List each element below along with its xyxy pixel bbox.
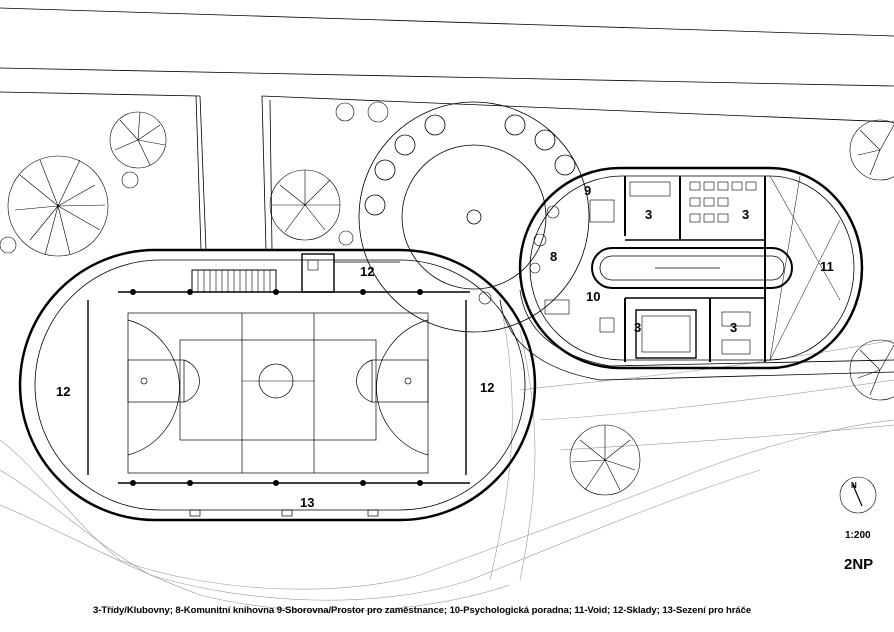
room-label-13: 13: [300, 495, 315, 510]
seating-clusters: [364, 114, 576, 216]
north-arrow: [839, 476, 877, 514]
room-label-12-top: 12: [360, 264, 375, 279]
trees: [0, 101, 894, 496]
room-label-12-left: 12: [56, 384, 71, 399]
scale-label: 1:200: [845, 530, 871, 541]
terrain-contours: [0, 299, 894, 612]
room-label-8: 8: [550, 249, 558, 264]
room-label-3-c: 3: [634, 320, 642, 335]
sheet-title: 2NP: [844, 556, 874, 573]
round-courtyard: [358, 101, 590, 333]
room-label-11: 11: [820, 259, 834, 274]
room-label-3-a: 3: [645, 207, 653, 222]
school-building: [518, 166, 864, 370]
site-roads: [0, 7, 894, 251]
north-label: N: [851, 481, 857, 490]
room-label-12-right: 12: [480, 380, 495, 395]
room-label-10: 10: [586, 289, 601, 304]
room-label-3-b: 3: [742, 207, 750, 222]
legend-caption: 3-Třídy/Klubovny; 8-Komunitní knihovna 9…: [93, 605, 752, 616]
room-label-3-d: 3: [730, 320, 738, 335]
gym-building: [18, 248, 537, 522]
room-label-9: 9: [584, 183, 592, 198]
